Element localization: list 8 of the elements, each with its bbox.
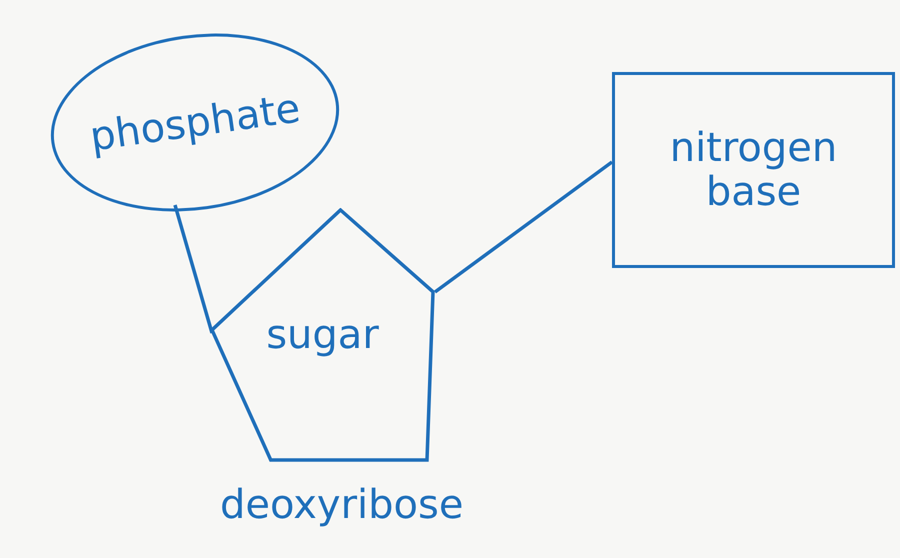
node-label: phosphate <box>87 86 303 159</box>
node-caption: deoxyribose <box>220 482 464 528</box>
connector-line <box>173 204 214 334</box>
pentagon-shape <box>210 208 435 462</box>
node-label: sugar <box>266 313 379 357</box>
rectangle-box <box>612 72 895 268</box>
node-label: nitrogen base <box>668 126 838 214</box>
connector-line <box>434 160 614 294</box>
